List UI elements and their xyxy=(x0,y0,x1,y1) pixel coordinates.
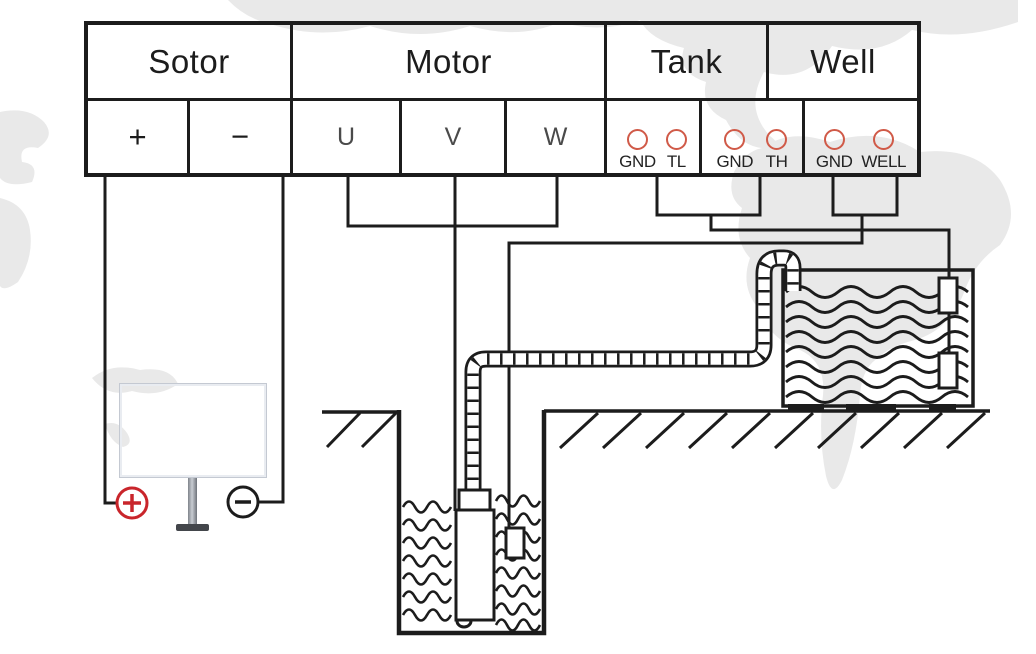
terminal-u: U xyxy=(293,101,402,173)
tank-feet xyxy=(788,404,956,412)
tank-water-waves xyxy=(785,285,969,404)
terminal-ring-icon xyxy=(823,129,845,150)
tank-low-level-sensor xyxy=(937,351,959,390)
terminal-label: WELL xyxy=(861,152,907,171)
storage-tank xyxy=(781,268,975,412)
terminal-strip-terminals: + − U V W GND TL GND xyxy=(88,101,917,173)
terminal-well: WELL xyxy=(861,129,906,170)
terminal-minus: − xyxy=(190,101,293,173)
terminal-tl: TL xyxy=(665,129,687,171)
well-water-waves xyxy=(401,494,542,632)
terminal-ring-icon xyxy=(766,129,788,150)
header-tank: Tank xyxy=(607,25,769,98)
terminal-label: TH xyxy=(765,152,788,171)
terminal-gnd-well: GND xyxy=(816,129,853,170)
terminal-ring-icon xyxy=(724,129,746,150)
header-solar-label: Sotor xyxy=(148,42,230,80)
level-sensors xyxy=(504,276,959,560)
wiring xyxy=(103,177,951,528)
terminal-group-tank-low: GND TL xyxy=(607,101,702,173)
solar-minus-icon xyxy=(226,485,260,519)
terminal-label: GND xyxy=(716,152,754,171)
header-tank-label: Tank xyxy=(650,42,723,80)
header-motor-label: Motor xyxy=(405,42,492,80)
pump-head-cap xyxy=(457,488,492,512)
terminal-strip-headers: Sotor Motor Tank Well xyxy=(88,25,917,101)
header-solar: Sotor xyxy=(88,25,293,98)
header-well: Well xyxy=(769,25,917,98)
solar-panel xyxy=(119,383,267,478)
tank-high-level-sensor xyxy=(937,276,959,315)
terminal-label: GND xyxy=(815,152,853,171)
terminal-gnd-tl: GND xyxy=(619,129,656,170)
solar-negative-wire xyxy=(258,177,285,504)
header-well-label: Well xyxy=(810,42,876,80)
solar-plus-icon xyxy=(115,486,149,520)
header-motor: Motor xyxy=(293,25,607,98)
well-pit xyxy=(396,410,547,636)
terminal-ring-icon xyxy=(626,129,648,150)
terminal-group-tank-high: GND TH xyxy=(702,101,805,173)
water-pipe xyxy=(464,249,802,493)
tank-sensor-wire xyxy=(655,177,951,353)
terminal-group-well: GND WELL xyxy=(805,101,917,173)
pipe-ribs xyxy=(467,252,799,493)
terminal-ring-icon xyxy=(665,129,687,150)
solar-positive-wire xyxy=(103,177,117,505)
terminal-th: TH xyxy=(766,129,788,170)
terminal-label: TL xyxy=(666,152,686,171)
ground-surface xyxy=(322,409,990,450)
terminal-v: V xyxy=(402,101,507,173)
terminal-ring-icon xyxy=(873,129,895,150)
submersible-pump xyxy=(454,508,496,629)
solar-panel-base xyxy=(176,524,209,531)
well-level-sensor xyxy=(504,526,526,560)
terminal-w: W xyxy=(507,101,607,173)
well-sensor-wire xyxy=(507,177,899,528)
solar-panel-pole xyxy=(188,476,197,526)
terminal-strip: Sotor Motor Tank Well + − U V W GND TL xyxy=(84,21,921,177)
terminal-label: GND xyxy=(619,152,656,171)
solar-polarity-symbols xyxy=(115,485,260,520)
terminal-plus: + xyxy=(88,101,190,173)
ground-hatching xyxy=(325,411,987,450)
terminal-gnd-th: GND xyxy=(716,129,754,171)
